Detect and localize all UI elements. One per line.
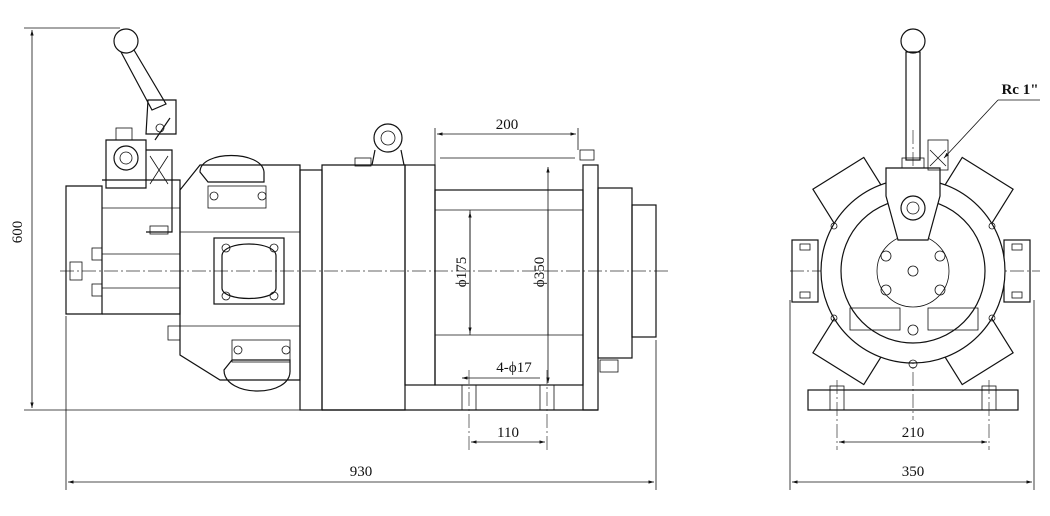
dim-width-label: 350 xyxy=(902,464,925,480)
hand-lever xyxy=(113,28,177,141)
port-callout: Rc 1" xyxy=(943,82,1040,159)
end-control-valve xyxy=(885,139,949,241)
dim-height-label: 600 xyxy=(10,221,26,244)
end-side-flange-left xyxy=(791,239,819,303)
radial-cylinders xyxy=(812,156,1014,386)
end-bearing xyxy=(597,187,657,373)
dim-foot-side: 110 xyxy=(471,425,545,444)
dim-core-dia-label: ϕ175 xyxy=(454,257,470,287)
end-hand-lever xyxy=(900,28,926,171)
end-bolts xyxy=(830,222,996,369)
dim-length: 930 xyxy=(65,316,657,490)
dim-foot-side-label: 110 xyxy=(497,425,519,441)
motor-body xyxy=(167,155,301,392)
side-base-frame xyxy=(322,370,598,450)
dim-drum-length-label: 200 xyxy=(496,117,519,133)
control-valve-block xyxy=(105,127,173,235)
dim-length-label: 930 xyxy=(350,464,373,480)
dim-flange-dia: ϕ350 xyxy=(532,167,550,383)
gear-housing xyxy=(299,123,406,411)
dim-foot-end-label: 210 xyxy=(902,425,925,441)
dim-drum-length: 200 xyxy=(434,117,579,188)
dim-mount-holes: 4-ϕ17 xyxy=(462,360,540,380)
dim-mount-holes-label: 4-ϕ17 xyxy=(496,360,532,376)
dim-core-dia: ϕ175 xyxy=(454,212,472,333)
dim-flange-dia-label: ϕ350 xyxy=(532,257,548,287)
end-view: Rc 1" 210 350 xyxy=(789,28,1040,490)
motor-end-housing xyxy=(65,179,181,315)
dim-foot-end: 210 xyxy=(839,425,987,444)
end-base-frame xyxy=(807,380,1019,450)
dim-width: 350 xyxy=(789,300,1035,490)
side-view: 600 930 200 ϕ175 ϕ350 4-ϕ17 xyxy=(10,27,670,490)
dim-height: 600 xyxy=(10,27,320,411)
port-thread-label: Rc 1" xyxy=(1001,82,1038,98)
